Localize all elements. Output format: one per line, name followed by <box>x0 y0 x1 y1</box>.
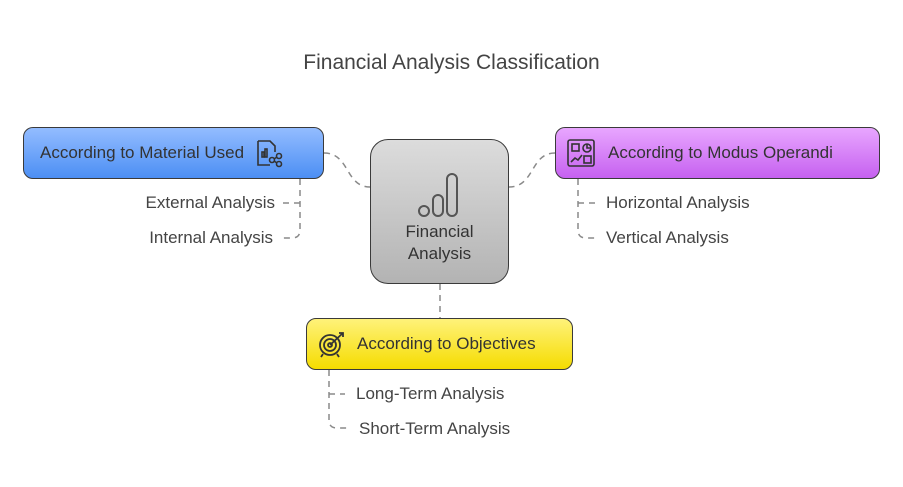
branch-material-used[interactable]: According to Material Used <box>23 127 324 179</box>
sub-item-internal-analysis[interactable]: Internal Analysis <box>149 228 273 247</box>
target-icon <box>319 332 344 358</box>
connector-modus <box>508 152 556 188</box>
sub-item-horizontal-analysis[interactable]: Horizontal Analysis <box>606 193 750 212</box>
central-label-line2: Analysis <box>407 243 472 263</box>
branch-label: According to Modus Operandi <box>608 143 833 162</box>
branch-modus-operandi[interactable]: According to Modus Operandi <box>555 127 880 179</box>
sub-item-vertical-analysis[interactable]: Vertical Analysis <box>606 228 729 247</box>
sub-item-long-term-analysis[interactable]: Long-Term Analysis <box>356 384 505 403</box>
connector-modus-items <box>577 179 595 239</box>
branch-label: According to Objectives <box>357 334 536 353</box>
sub-item-short-term-analysis[interactable]: Short-Term Analysis <box>359 419 511 438</box>
connector-material <box>323 152 371 188</box>
branch-label: According to Material Used <box>40 143 245 162</box>
central-label-line1: Financial <box>405 221 474 241</box>
central-node-financial-analysis[interactable]: Financial Analysis <box>370 139 509 284</box>
bar-chart-icon <box>417 172 458 217</box>
sub-item-external-analysis[interactable]: External Analysis <box>145 193 275 212</box>
document-share-icon <box>257 140 283 168</box>
dashboard-icon <box>567 139 595 167</box>
diagram-title: Financial Analysis Classification <box>303 51 600 74</box>
connector-objectives-items <box>328 370 347 429</box>
branch-objectives[interactable]: According to Objectives <box>306 318 573 370</box>
connector-material-items <box>283 179 301 239</box>
